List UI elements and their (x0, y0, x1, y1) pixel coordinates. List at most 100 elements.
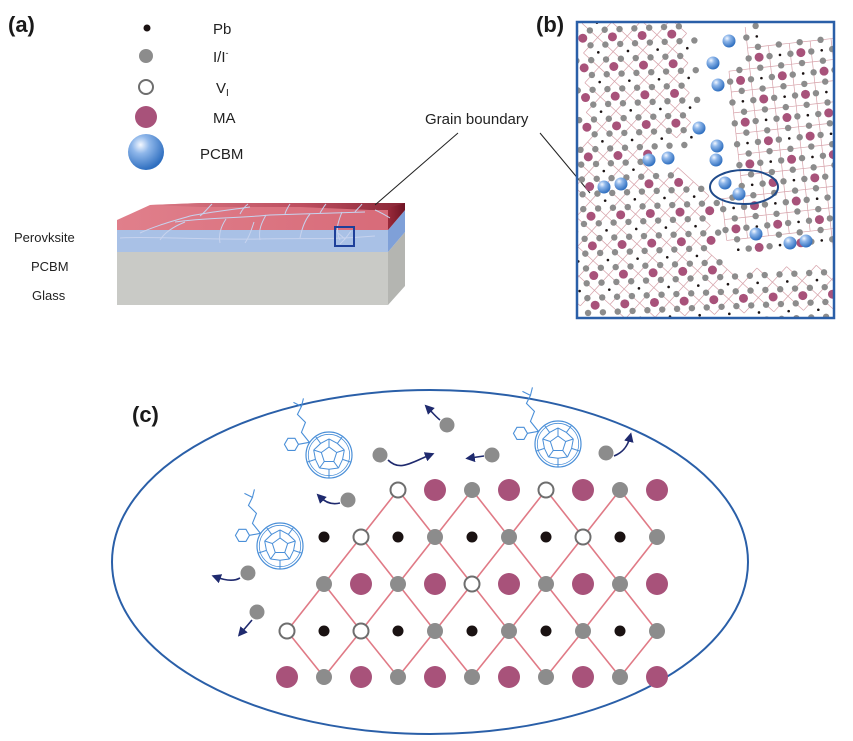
pb-atom (847, 307, 850, 310)
fullerene-edge (338, 449, 345, 469)
pb-atom (614, 625, 626, 637)
lattice-bond (360, 583, 399, 632)
lattice-bond (322, 184, 338, 198)
iodide-atom (347, 306, 353, 312)
pcbm-sphere (614, 177, 628, 191)
iodide-atom (580, 220, 588, 228)
iodide-atom (475, 181, 481, 187)
iodide-atom (553, 267, 559, 273)
ma-cation (353, 312, 362, 321)
iodide-atom (509, 269, 515, 275)
iodide-atom (673, 290, 680, 298)
iodide-atom (665, 127, 673, 135)
iodide-atom (836, 204, 842, 210)
ma-cation (531, 303, 540, 312)
iodide-atom (736, 161, 743, 169)
iodide-atom (655, 232, 663, 239)
lattice-bond (514, 160, 530, 174)
iodide-atom (569, 281, 575, 287)
migrating-iodides (211, 404, 634, 637)
fullerene-edge (313, 449, 320, 469)
iodide-atom (641, 247, 648, 255)
lattice-bond (845, 164, 847, 185)
iodide-atom (745, 245, 752, 252)
lattice-bond (337, 183, 351, 199)
lattice-bond (490, 280, 506, 294)
iodide-atom (748, 302, 755, 309)
iodide-atom (828, 45, 833, 53)
lattice-bond (491, 294, 505, 310)
iodide-atom (310, 159, 316, 165)
iodide-atom (414, 154, 420, 160)
pb-atom (429, 267, 432, 270)
lattice-bond (431, 268, 445, 284)
lattice-bond (434, 489, 473, 538)
iodide-atom (731, 120, 738, 127)
lattice-bond (367, 181, 381, 197)
iodide-atom (555, 311, 561, 317)
pb-atom (426, 208, 429, 211)
iodide-atom (519, 164, 525, 170)
iodide-atom (642, 277, 650, 284)
iodide-atom (663, 83, 670, 90)
iodide-atom (685, 230, 692, 238)
iodide-atom (675, 23, 683, 30)
lattice-bond (503, 235, 519, 249)
ma-cation (641, 119, 651, 129)
pb-atom (696, 284, 700, 287)
iodide-atom (326, 173, 332, 179)
migrating-iodide (439, 417, 455, 433)
pb-atom (578, 289, 581, 293)
pb-atom (801, 72, 805, 75)
iodide-atom (432, 228, 438, 234)
iodide-atom (623, 189, 631, 196)
lattice-bond (489, 235, 503, 251)
lattice-bonds (286, 489, 658, 678)
lattice-bond (685, 0, 699, 4)
lattice-bond (428, 208, 442, 224)
iodide-atom (566, 221, 572, 227)
iodide-atom (463, 241, 469, 247)
fullerene-edge (565, 425, 572, 433)
iodide-atom (619, 85, 626, 92)
pcbm-sphere (597, 180, 611, 194)
lattice-bond (476, 280, 490, 296)
iodide-atom (302, 308, 308, 314)
pb-atom (755, 35, 759, 38)
pcbm-sphere (722, 34, 736, 48)
pb-atom (516, 233, 519, 236)
pb-atom (692, 195, 696, 198)
lattice-bond (504, 265, 520, 279)
fullerene-edge (536, 447, 545, 452)
ma-cation (814, 215, 824, 225)
pb-atom (603, 199, 607, 202)
pb-atom (785, 280, 789, 283)
migrating-iodide (484, 447, 500, 463)
ma-cation (607, 3, 616, 12)
lattice-bond (402, 299, 416, 315)
iodide-atom (603, 71, 610, 78)
lattice-bond (530, 174, 546, 188)
iodide-atom (702, 289, 710, 296)
iodide-atom (418, 243, 424, 249)
pb-atom (246, 186, 249, 189)
lattice-bond (415, 269, 431, 283)
iodide-atom (740, 108, 748, 115)
migration-arrow (211, 574, 241, 584)
iodide-atom (731, 215, 738, 222)
pb-atom (466, 625, 478, 637)
iodide-atom (789, 166, 796, 173)
grain-boundaries (119, 203, 391, 244)
ma-cation (620, 299, 630, 309)
lattice-bond (360, 536, 399, 585)
ma-cation (647, 238, 657, 248)
pcbm-sphere (718, 176, 732, 190)
lattice-bond (518, 234, 532, 250)
iodide-atom (658, 291, 665, 298)
pb-atom (454, 177, 457, 180)
fullerene-edge (548, 456, 568, 459)
iodide-atom (630, 10, 636, 16)
iodide-atom (522, 238, 528, 244)
ma-cation (648, 268, 658, 278)
iodide-atom (838, 224, 844, 230)
